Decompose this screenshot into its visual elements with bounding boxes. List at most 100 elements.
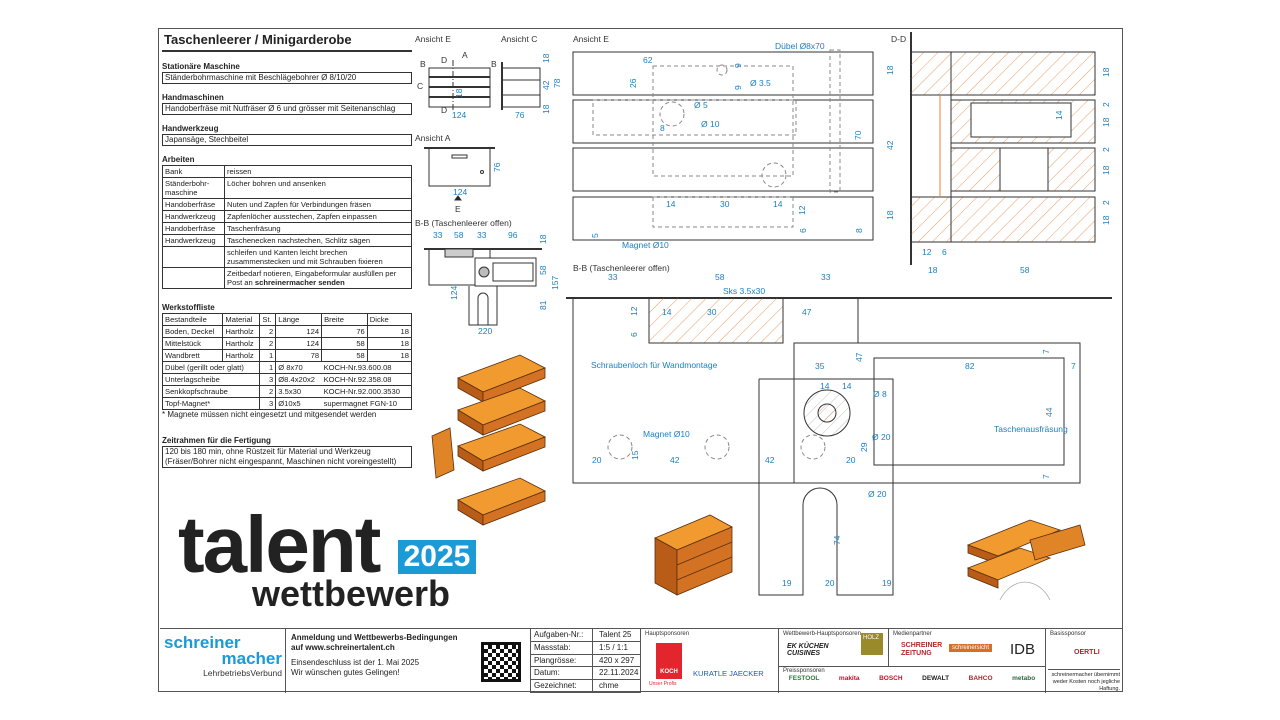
dimension-label: 33	[433, 230, 443, 240]
dimension-label: 30	[720, 199, 730, 209]
diameter-label: Ø 20	[868, 489, 887, 499]
diameter-label: Ø 20	[872, 432, 891, 442]
dimension-label: 15	[630, 450, 640, 460]
dimension-label: 2	[1101, 102, 1111, 107]
dimension-label: 124	[449, 286, 459, 300]
dimension-label: 30	[707, 307, 717, 317]
prize-sponsor-logo: makita	[838, 675, 860, 682]
dimension-label: 6	[942, 247, 947, 257]
work-task-text: Zeitbedarf notieren, Eingabeformular aus…	[227, 269, 397, 287]
dimension-label: 7	[1041, 474, 1051, 479]
view-a-outline	[428, 147, 491, 187]
dimension-label: 2	[1101, 200, 1111, 205]
dimension-label: 157	[550, 276, 560, 290]
dimension-label: 14	[1054, 110, 1064, 120]
prize-sponsor-logo: BAHCO	[968, 675, 993, 682]
work-task-text: Taschenecken nachstechen, Schlitz sägen	[227, 236, 371, 245]
dimension-label: 62	[643, 55, 653, 65]
work-task-text: Taschenfräsung	[227, 224, 281, 233]
view-label-bb-large: B-B (Taschenleerer offen)	[573, 263, 670, 273]
work-task-text: Nuten und Zapfen für Verbindungen fräsen	[227, 200, 371, 209]
dimension-label: 33	[608, 272, 618, 282]
dimension-label: 47	[802, 307, 812, 317]
schreinermacher-logo: schreiner macher LehrbetriebsVerbund	[164, 634, 282, 679]
dimension-label: 6	[798, 228, 808, 233]
qr-code[interactable]	[481, 642, 521, 682]
holz-logo: HOLZ	[861, 633, 883, 655]
view-label-e-small: Ansicht E	[415, 34, 451, 44]
dimension-label: 26	[628, 78, 638, 88]
hand-machines-text: Handoberfräse mit Nutfräser Ø 6 und grös…	[162, 103, 412, 115]
dimension-label: 14	[842, 381, 852, 391]
hardware-article: supermagnet FGN-10	[321, 397, 412, 410]
ek-logo: EK KÜCHEN CUISINES	[787, 643, 829, 657]
section-marker: A	[462, 50, 468, 60]
garderobe-isometric-view	[966, 519, 1086, 601]
work-row: Zeitbedarf notieren, Eingabeformular aus…	[162, 267, 412, 289]
metadata-key: Plangrösse:	[531, 654, 593, 667]
work-task-text: reissen	[227, 167, 252, 176]
dimension-label: 47	[854, 352, 864, 362]
dimension-label: 42	[541, 80, 551, 90]
metadata-value: 22.11.2024	[599, 668, 639, 678]
view-label-e-large: Ansicht E	[573, 34, 609, 44]
logo-line-3: LehrbetriebsVerbund	[203, 668, 282, 678]
dimension-label: 9	[733, 63, 743, 68]
talent-logo-text: talent	[178, 500, 381, 589]
info-link[interactable]: auf www.schreinertalent.ch	[291, 643, 395, 652]
exploded-isometric-view	[431, 354, 546, 526]
disclaimer: schreinermacher übernimmt weder Kosten n…	[1048, 669, 1120, 693]
koch-logo: KOCH	[656, 643, 682, 679]
schreinerzeitung-logo: SCHREINER ZEITUNG	[901, 642, 943, 657]
work-task: Zeitbedarf notieren, Eingabeformular aus…	[224, 267, 412, 289]
dimension-label: 29	[859, 442, 869, 452]
timeframe-text: 120 bis 180 min, ohne Rüstzeit für Mater…	[162, 446, 412, 468]
schreinersicht-logo: schreinersicht	[949, 644, 993, 652]
stationary-heading: Stationäre Maschine	[162, 62, 240, 71]
talent-year-badge: 2025	[398, 540, 476, 574]
metadata-row: Gezeichnet:chme	[531, 680, 640, 693]
dimension-label: 18	[454, 88, 464, 98]
metadata-value: chme	[599, 681, 619, 691]
dimension-label: 220	[478, 326, 492, 336]
dimension-label: 81	[538, 300, 548, 310]
dimension-label: 33	[477, 230, 487, 240]
dimension-label: 8	[660, 123, 665, 133]
screw-annotation: Sks 3.5x30	[723, 286, 765, 296]
dimension-label: 44	[1044, 407, 1054, 417]
metadata-value: 1:5 / 1:1	[599, 642, 628, 652]
dimension-label: 58	[1020, 265, 1030, 275]
work-task-bold: schreinermacher senden	[254, 278, 345, 287]
dimension-label: 7	[1041, 349, 1051, 354]
dimension-label: 20	[825, 578, 835, 588]
dimension-label: 58	[715, 272, 725, 282]
metadata-value: Talent 25	[599, 630, 632, 639]
comp-sponsors-heading: Wettbewerb-Hauptsponsoren	[783, 631, 861, 637]
dimension-label: 58	[454, 230, 464, 240]
dimension-label: 19	[782, 578, 792, 588]
koch-subtitle: Unser Profis	[649, 681, 677, 687]
dimension-label: 74	[832, 535, 842, 545]
dimension-label: 78	[552, 78, 562, 88]
info-wish: Wir wünschen gutes Gelingen!	[291, 668, 400, 677]
idb-logo: IDB	[1010, 641, 1036, 658]
dimension-label: 76	[515, 110, 525, 120]
dimension-label: 12	[797, 205, 807, 215]
prize-sponsor-logo: metabo	[1012, 675, 1036, 682]
view-label-c: Ansicht C	[501, 34, 537, 44]
metadata-row: Massstab:1:5 / 1:1	[531, 641, 640, 655]
dimension-label: 18	[928, 265, 938, 275]
dimension-label: 14	[666, 199, 676, 209]
view-label-bb-small: B-B (Taschenleerer offen)	[415, 218, 512, 228]
pocket-annotation: Taschenausfräsung	[994, 424, 1068, 434]
